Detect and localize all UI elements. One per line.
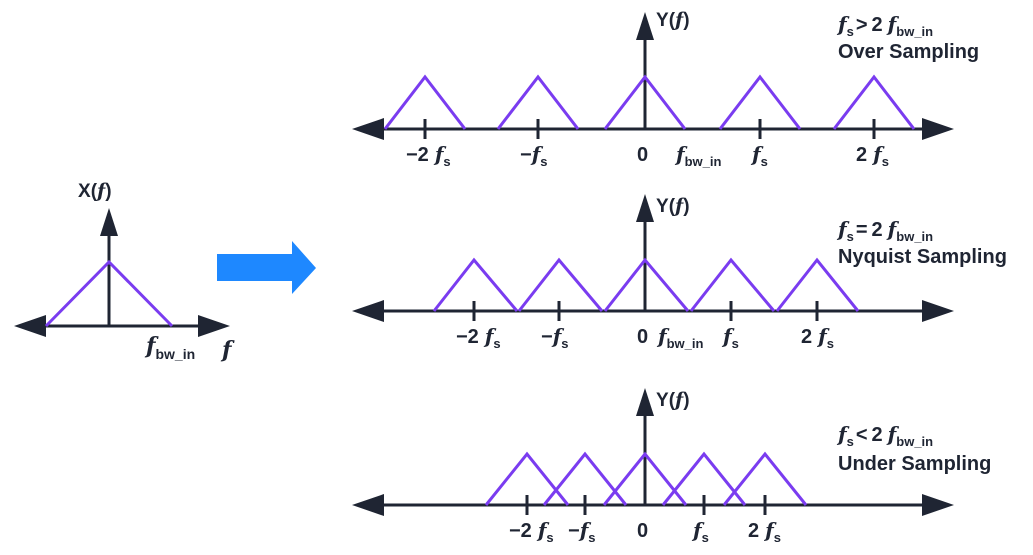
panel2-label-zero: 0 bbox=[637, 326, 648, 348]
panel2-image-m2 bbox=[432, 257, 519, 312]
panel2-label-fs: fs bbox=[721, 324, 739, 351]
input-y-axis-arrow bbox=[100, 208, 118, 236]
panel3-y-arrow bbox=[636, 388, 654, 416]
panel1-image-m2 bbox=[383, 74, 467, 130]
panel3-image-0 bbox=[602, 451, 688, 506]
panel1-title: Over Sampling bbox=[838, 41, 979, 63]
panel3-image-p2 bbox=[722, 451, 808, 506]
panel3-x-left-arrow bbox=[352, 494, 384, 516]
input-spectrum-triangle bbox=[44, 259, 174, 328]
panel1-label-zero: 0 bbox=[637, 144, 648, 166]
panel2-image-p1 bbox=[689, 257, 776, 312]
panel1-label-fbw: fbw_in bbox=[674, 142, 722, 169]
input-fbw-label: fbw_in bbox=[144, 333, 195, 362]
panel2-image-0 bbox=[603, 257, 690, 312]
panel1-x-right-arrow bbox=[922, 118, 954, 140]
panel2-image-m1 bbox=[517, 257, 604, 312]
panel1-image-p1 bbox=[718, 74, 802, 130]
input-spectrum: X(f) fbw_in f bbox=[14, 180, 235, 363]
panel3-image-m1 bbox=[542, 451, 628, 506]
panel1-label-fs: fs bbox=[750, 142, 768, 169]
panel1-y-arrow bbox=[636, 12, 654, 40]
panel3-y-label: Y(f) bbox=[656, 389, 690, 411]
panel1-x-left-arrow bbox=[352, 118, 384, 140]
input-x-axis-right-arrow bbox=[198, 315, 230, 337]
panel1-image-m1 bbox=[496, 74, 580, 130]
transform-arrow bbox=[217, 241, 316, 294]
panel2-y-label: Y(f) bbox=[656, 195, 690, 217]
panel3-title: Under Sampling bbox=[838, 453, 991, 475]
panel2-y-arrow bbox=[636, 194, 654, 222]
panel1-label-mfs: −fs bbox=[520, 142, 548, 169]
panel3-image-p1 bbox=[661, 451, 747, 506]
panel2-x-left-arrow bbox=[352, 300, 384, 322]
panel1-image-0 bbox=[603, 74, 687, 130]
panel2-image-p2 bbox=[775, 257, 860, 312]
panel3-image-m2 bbox=[484, 451, 570, 506]
panel1-image-p2 bbox=[832, 74, 916, 130]
panel3-label-zero: 0 bbox=[637, 520, 648, 542]
input-x-axis-left-arrow bbox=[14, 315, 46, 337]
panel2-label-mfs: −fs bbox=[541, 324, 569, 351]
panel3-label-mfs: −fs bbox=[568, 518, 596, 545]
panel2-title: Nyquist Sampling bbox=[838, 246, 1007, 268]
panel3-x-right-arrow bbox=[922, 494, 954, 516]
panel3-label-fs: fs bbox=[691, 518, 709, 545]
panel2-x-right-arrow bbox=[922, 300, 954, 322]
panel2-label-fbw: fbw_in bbox=[656, 324, 704, 351]
input-f-label: f bbox=[220, 337, 235, 363]
panel1-y-label: Y(f) bbox=[656, 9, 690, 31]
input-y-label: X(f) bbox=[78, 180, 112, 202]
